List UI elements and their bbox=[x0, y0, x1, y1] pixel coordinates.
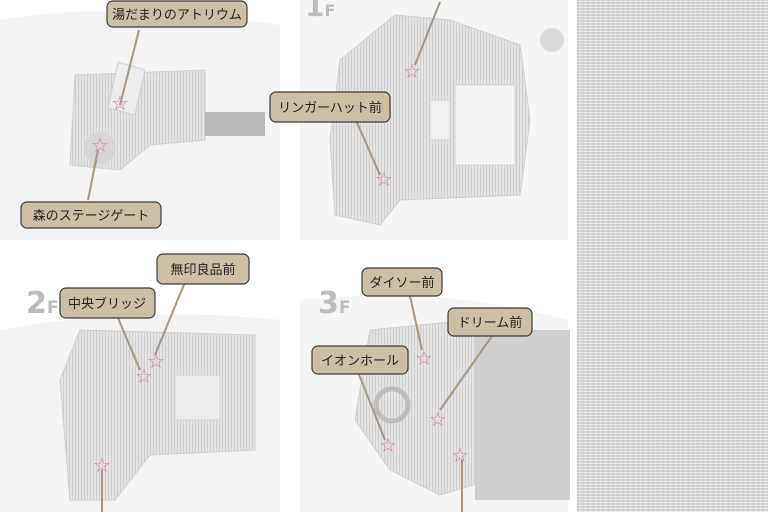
label-forest-gate: 森のステージゲート bbox=[20, 201, 162, 229]
marker-muji: ☆ bbox=[147, 349, 165, 373]
marker-2f-bottom: ☆ bbox=[93, 453, 111, 477]
marker-atrium: ☆ bbox=[111, 91, 129, 115]
label-muji: 無印良品前 bbox=[156, 253, 250, 285]
label-aeon-hall-text: イオンホール bbox=[321, 354, 399, 369]
gray-block-3f bbox=[475, 330, 570, 500]
marker-3f-bottom: ☆ bbox=[451, 443, 469, 467]
label-forest-gate-text: 森のステージゲート bbox=[33, 209, 150, 224]
label-atrium: 湯だまりのアトリウム bbox=[106, 0, 248, 28]
noise-texture-panel bbox=[577, 0, 768, 512]
label-central-bridge: 中央ブリッジ bbox=[59, 287, 156, 319]
map-panel-1f: 1F ☆ ☆ リンガーハット前 bbox=[269, 0, 568, 240]
label-aeon-hall: イオンホール bbox=[311, 345, 409, 375]
gray-block bbox=[205, 112, 265, 136]
label-ringer-hut-text: リンガーハット前 bbox=[278, 100, 382, 116]
label-daiso: ダイソー前 bbox=[361, 267, 443, 297]
map-panel-top-left: ☆ ☆ 湯だまりのアトリウム 森のステージゲート bbox=[0, 0, 280, 240]
map-panel-2f: 2F ☆ ☆ ☆ 中央ブリッジ 無印良品前 bbox=[0, 253, 280, 512]
marker-aeon-hall: ☆ bbox=[379, 433, 397, 457]
marker-forest-gate: ☆ bbox=[91, 133, 109, 157]
floor-label-2f: 2F bbox=[26, 286, 59, 321]
label-central-bridge-text: 中央ブリッジ bbox=[68, 296, 146, 312]
label-daiso-text: ダイソー前 bbox=[369, 275, 434, 291]
label-dream: ドリーム前 bbox=[447, 307, 533, 337]
marker-1f-top: ☆ bbox=[403, 59, 421, 83]
marker-dream: ☆ bbox=[429, 407, 447, 431]
label-dream-text: ドリーム前 bbox=[458, 315, 523, 331]
floor-label-3f: 3F bbox=[318, 286, 351, 321]
label-muji-text: 無印良品前 bbox=[170, 262, 235, 278]
marker-daiso: ☆ bbox=[415, 346, 433, 370]
label-atrium-text: 湯だまりのアトリウム bbox=[112, 8, 242, 23]
marker-ringer-hut: ☆ bbox=[375, 167, 393, 191]
marker-central-bridge: ☆ bbox=[135, 364, 153, 388]
label-ringer-hut: リンガーハット前 bbox=[269, 91, 391, 123]
map-panel-3f: 3F ☆ ☆ ☆ ☆ ダイソー前 ドリーム前 イオンホール bbox=[300, 267, 570, 512]
floor-label-1f: 1F bbox=[305, 0, 335, 23]
